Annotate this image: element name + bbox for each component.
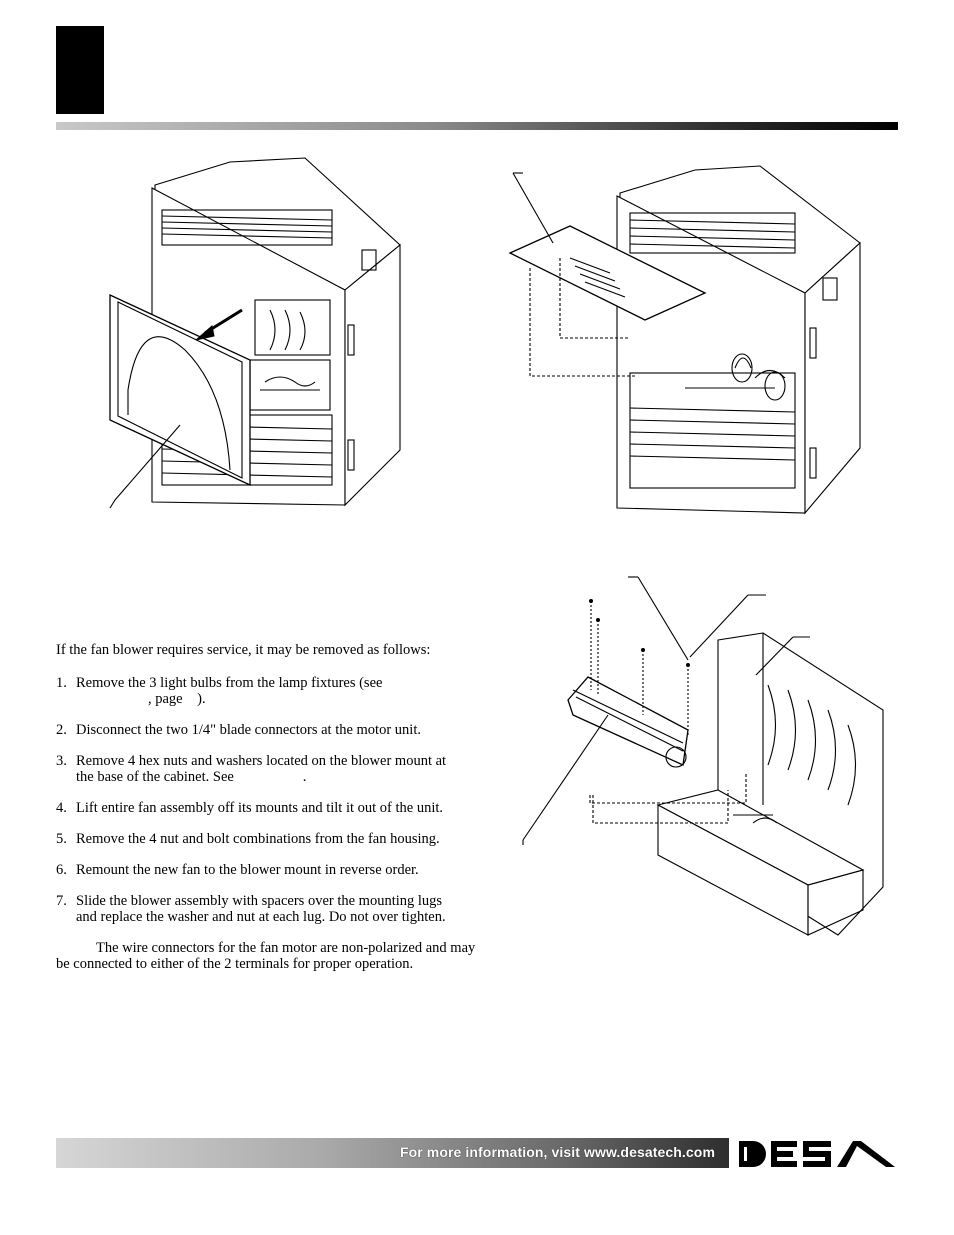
desa-logo-icon <box>739 1141 895 1167</box>
step-text-line2: and replace the washer and nut at each l… <box>76 909 446 925</box>
figure-top-panel-drawing <box>508 165 861 515</box>
step-2: 2. Disconnect the two 1/4" blade connect… <box>56 722 480 738</box>
step-6: 6. Remount the new fan to the blower mou… <box>56 862 480 878</box>
step-text-line1: Slide the blower assembly with spacers o… <box>76 893 443 909</box>
step-number: 2. <box>56 722 67 738</box>
step-number: 6. <box>56 862 67 878</box>
step-text: Disconnect the two 1/4" blade connectors… <box>76 722 421 738</box>
footer-bar: For more information, visit www.desatech… <box>56 1138 729 1168</box>
intro-text: If the fan blower requires service, it m… <box>56 642 431 658</box>
header-rule <box>56 122 898 130</box>
figure-fan-blower-removal <box>518 565 888 945</box>
step-number: 1. <box>56 675 67 691</box>
figure-front-panel-drawing <box>109 157 401 509</box>
step-text-line2: , page ). <box>148 691 206 707</box>
footer-info-link[interactable]: For more information, visit www.desatech… <box>399 1144 715 1160</box>
step-4: 4. Lift entire fan assembly off its moun… <box>56 800 480 816</box>
step-5: 5. Remove the 4 nut and bolt combination… <box>56 831 480 847</box>
step-1: 1. Remove the 3 light bulbs from the lam… <box>56 675 480 707</box>
step-number: 7. <box>56 893 67 909</box>
step-3: 3. Remove 4 hex nuts and washers located… <box>56 753 480 785</box>
figure-front-panel-removal <box>100 150 420 520</box>
step-text-line1: Remove the 3 light bulbs from the lamp f… <box>76 675 383 691</box>
step-text: Remount the new fan to the blower mount … <box>76 862 419 878</box>
desa-logo <box>737 1138 897 1170</box>
figure-fan-blower-drawing <box>522 576 884 936</box>
figure-top-panel-removal <box>505 158 875 523</box>
step-number: 5. <box>56 831 67 847</box>
fan-blower-instructions: If the fan blower requires service, it m… <box>56 642 480 972</box>
step-text-line2: the base of the cabinet. See . <box>76 769 307 785</box>
section-tab <box>56 26 104 114</box>
step-number: 4. <box>56 800 67 816</box>
note-text: The wire connectors for the fan motor ar… <box>56 940 476 972</box>
step-number: 3. <box>56 753 67 769</box>
step-text: Remove the 4 nut and bolt combinations f… <box>76 831 440 847</box>
step-7: 7. Slide the blower assembly with spacer… <box>56 893 480 925</box>
step-text-line1: Remove 4 hex nuts and washers located on… <box>76 753 447 769</box>
step-text: Lift entire fan assembly off its mounts … <box>76 800 444 816</box>
